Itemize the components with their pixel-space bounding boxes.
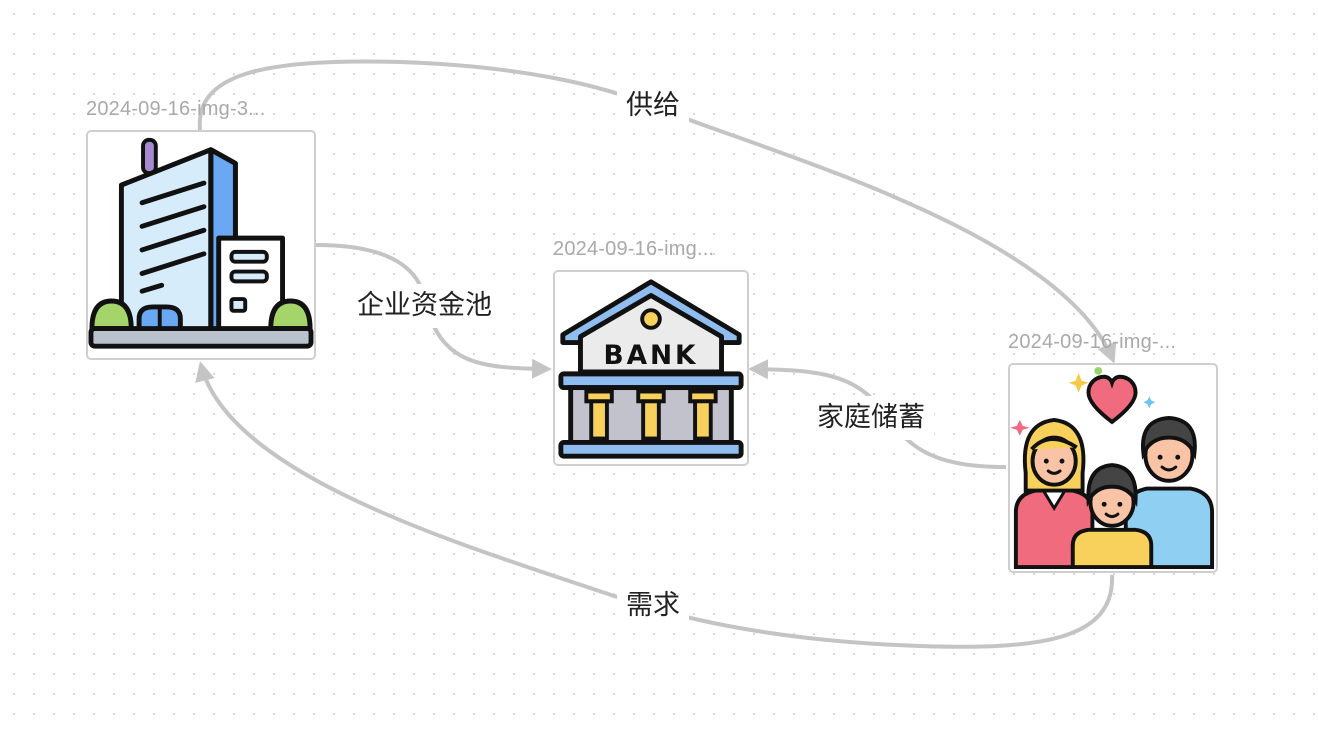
- office-building-icon: [88, 137, 314, 349]
- family-node[interactable]: [1008, 363, 1218, 573]
- edge-supply[interactable]: [197, 59, 1117, 364]
- family-icon: [1010, 366, 1215, 570]
- edge-label-household-savings[interactable]: 家庭储蓄: [808, 396, 934, 441]
- bank-icon: BANK: [558, 279, 744, 459]
- company-node-title: 2024-09-16-img-3...: [86, 98, 266, 120]
- edge-demand[interactable]: [195, 361, 1115, 649]
- edge-label-demand[interactable]: 需求: [617, 584, 689, 629]
- company-node[interactable]: [86, 130, 316, 360]
- family-node-title: 2024-09-16-img-...: [1008, 331, 1177, 353]
- bank-sign-text: BANK: [604, 340, 699, 371]
- bank-node[interactable]: BANK: [553, 270, 749, 466]
- edge-label-supply[interactable]: 供给: [617, 84, 689, 129]
- edge-label-corporate-fund-pool[interactable]: 企业资金池: [348, 284, 501, 329]
- bank-node-title: 2024-09-16-img...: [553, 238, 715, 260]
